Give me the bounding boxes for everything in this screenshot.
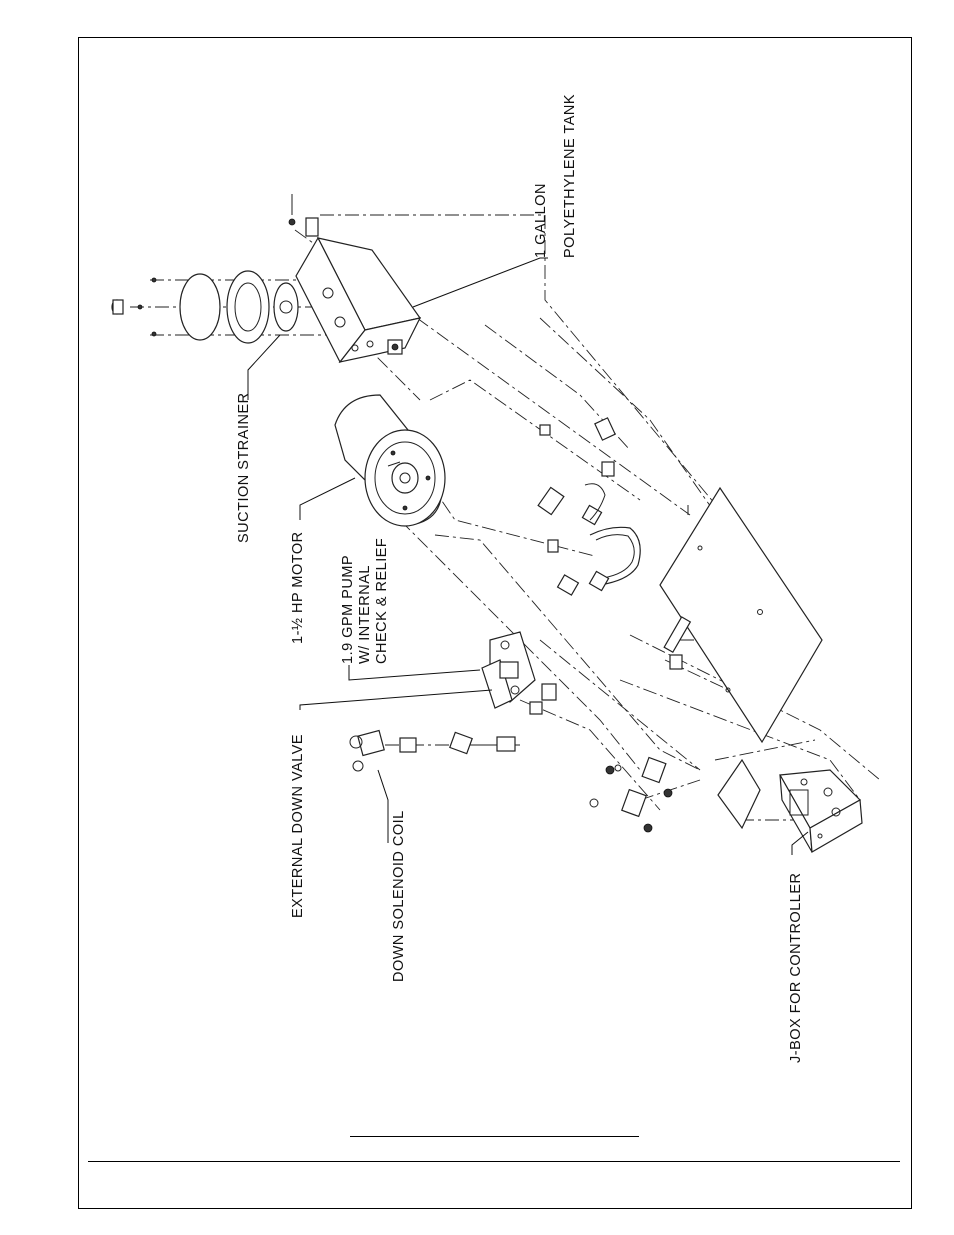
hose-and-fittings [537, 417, 641, 596]
suction-strainer-parts [111, 270, 299, 344]
label-tank-line2: POLYETHYLENE TANK [562, 94, 578, 258]
footer-rule [88, 1161, 900, 1162]
caption-underline [350, 1136, 639, 1137]
pump-and-down-valve [481, 631, 557, 715]
solenoid-coil-and-fittings [349, 729, 516, 772]
label-pump-line2: W/ INTERNAL [357, 565, 373, 664]
label-suction-strainer: SUCTION STRAINER [236, 392, 252, 543]
label-tank-line1: 1 GALLON [533, 183, 549, 258]
j-box [717, 758, 863, 853]
label-external-down-valve: EXTERNAL DOWN VALVE [290, 734, 306, 918]
callout-labels: 1 GALLON POLYETHYLENE TANK SUCTION STRAI… [236, 94, 804, 1063]
mounting-plate [659, 486, 823, 744]
label-pump-line3: CHECK & RELIEF [374, 538, 390, 664]
label-motor: 1-½ HP MOTOR [290, 531, 306, 644]
label-down-solenoid-coil: DOWN SOLENOID COIL [391, 810, 407, 982]
leader-lines [247, 257, 809, 855]
brackets [589, 616, 692, 833]
polyethylene-tank [288, 194, 422, 364]
label-jbox: J-BOX FOR CONTROLLER [788, 873, 804, 1063]
hp-motor [334, 394, 446, 527]
page-frame [78, 37, 912, 1209]
label-pump-line1: 1.9 GPM PUMP [340, 555, 356, 664]
